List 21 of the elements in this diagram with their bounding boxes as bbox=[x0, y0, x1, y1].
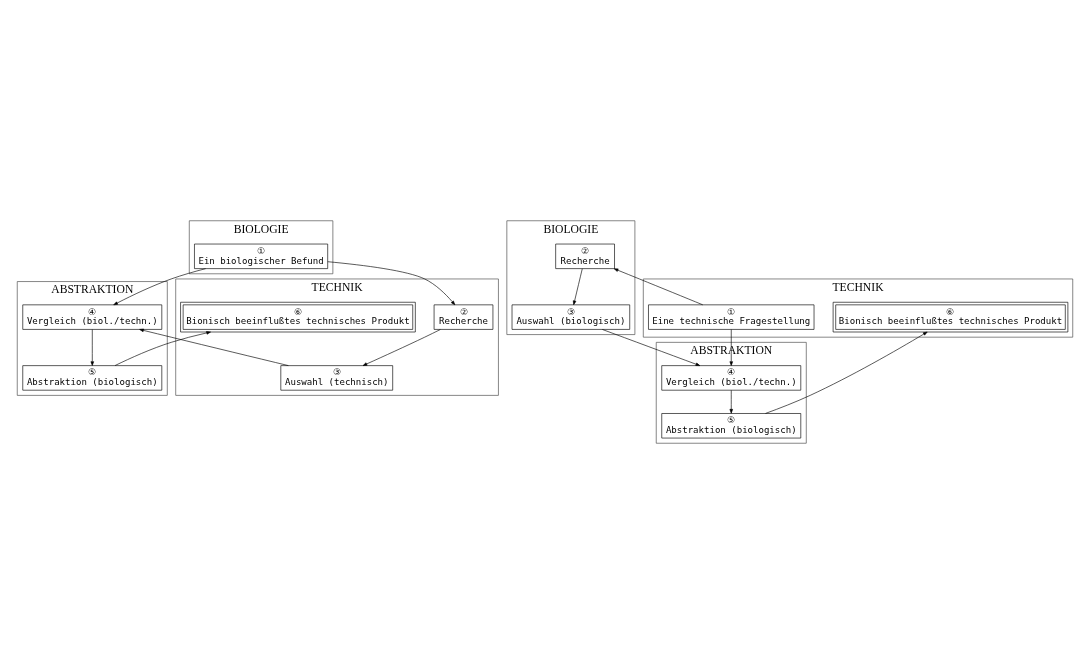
arrow bbox=[362, 329, 441, 366]
node-box: ① Ein biologischer Befund bbox=[194, 243, 329, 269]
arrow bbox=[729, 390, 733, 414]
node-box: ② Recherche bbox=[555, 243, 615, 269]
arrow bbox=[729, 329, 733, 366]
node-box: ④ Vergleich (biol./techn.) bbox=[661, 365, 802, 391]
arrow bbox=[765, 331, 928, 414]
node-box: ① Eine technische Fragestellung bbox=[648, 304, 815, 330]
arrow bbox=[90, 329, 94, 366]
arrow bbox=[572, 268, 583, 306]
node-box: ⑤ Abstraktion (biologisch) bbox=[661, 413, 802, 439]
arrow bbox=[602, 329, 701, 366]
node-box: ③ Auswahl (technisch) bbox=[280, 365, 393, 391]
arrow bbox=[613, 268, 704, 306]
node-box: ⑤ Abstraktion (biologisch) bbox=[22, 365, 163, 391]
arrow bbox=[139, 328, 289, 366]
node-box: ③ Auswahl (biologisch) bbox=[511, 304, 631, 330]
arrow bbox=[113, 268, 206, 306]
arrow bbox=[327, 261, 456, 306]
node-box: ② Recherche bbox=[433, 304, 494, 330]
arrow bbox=[114, 331, 211, 366]
